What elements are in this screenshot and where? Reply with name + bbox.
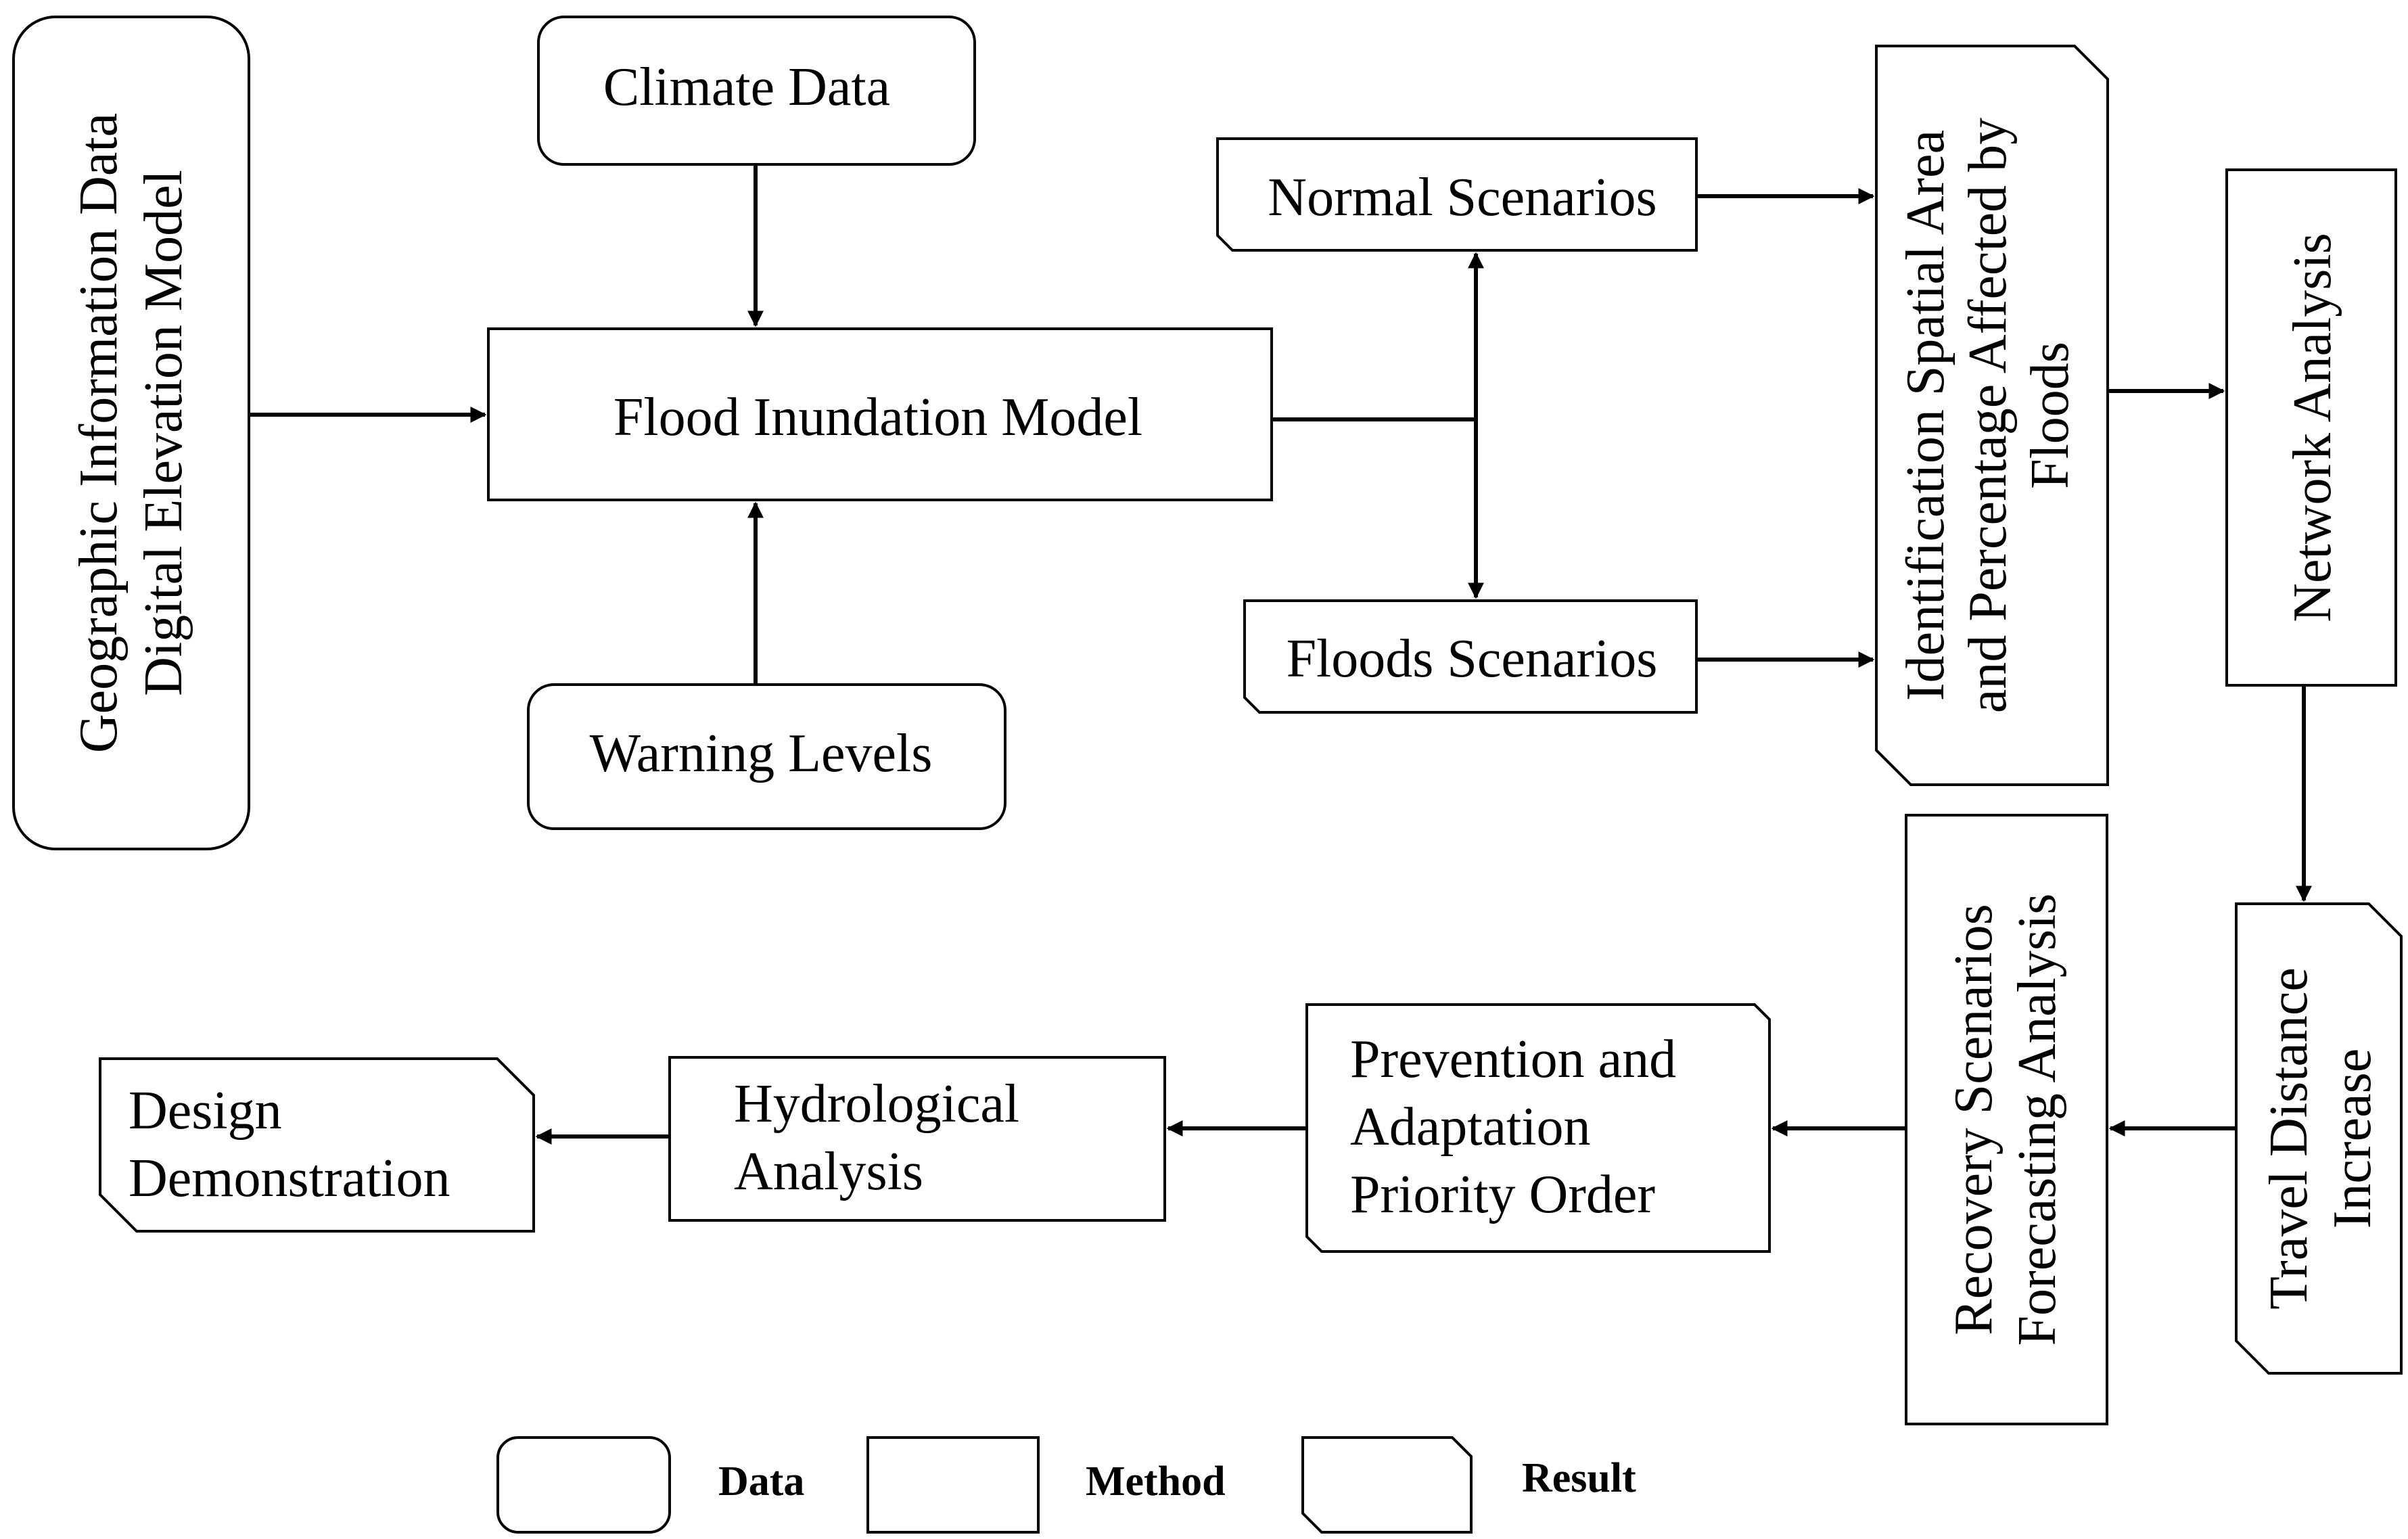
warning-levels-label: Warning Levels <box>590 724 933 783</box>
geographic-data-label-1: Geographic Information Data <box>69 113 129 753</box>
normal-scenarios-node <box>1216 137 1698 252</box>
design-label-2: Demonstration <box>129 1149 450 1208</box>
prevention-label-3: Priority Order <box>1350 1165 1655 1224</box>
climate-data-label: Climate Data <box>603 58 890 117</box>
prevention-label-2: Adaptation <box>1350 1097 1590 1157</box>
legend-data-label: Data <box>718 1458 804 1504</box>
hydrological-label-2: Analysis <box>734 1142 923 1201</box>
legend-result-swatch <box>1301 1436 1473 1534</box>
recovery-scenarios-label-2: Forecasting Analysis <box>2008 894 2067 1346</box>
design-label-1: Design <box>129 1081 282 1141</box>
identification-label-3: Floods <box>2020 342 2080 489</box>
normal-scenarios-label: Normal Scenarios <box>1268 168 1657 227</box>
floods-scenarios-node <box>1243 599 1698 714</box>
geographic-data-node <box>12 16 250 850</box>
network-analysis-node <box>2225 168 2397 687</box>
prevention-label-1: Prevention and <box>1350 1030 1676 1089</box>
design-demonstration-node <box>99 1057 535 1233</box>
recovery-scenarios-label-1: Recovery Scenarios <box>1944 904 2004 1335</box>
legend-method-swatch <box>866 1436 1040 1534</box>
recovery-scenarios-node <box>1905 814 2108 1425</box>
identification-label-1: Identification Spatial Area <box>1896 130 1955 701</box>
travel-distance-node <box>2235 902 2403 1375</box>
travel-distance-label-1: Travel Distance <box>2259 967 2319 1310</box>
network-analysis-label: Network Analysis <box>2283 233 2342 622</box>
identification-label-2: and Percentage Affected by <box>1958 118 2018 713</box>
travel-distance-label-2: Increase <box>2323 1049 2382 1228</box>
hydrological-analysis-node <box>668 1056 1166 1222</box>
geographic-data-label-2: Digital Elevation Model <box>134 170 193 696</box>
legend-data-swatch <box>496 1436 671 1534</box>
hydrological-label-1: Hydrological <box>734 1074 1019 1134</box>
legend-result-label: Result <box>1522 1455 1636 1501</box>
legend-method-label: Method <box>1086 1458 1226 1504</box>
floods-scenarios-label: Floods Scenarios <box>1287 629 1658 689</box>
identification-node <box>1875 45 2109 786</box>
prevention-node <box>1305 1003 1771 1253</box>
warning-levels-node <box>527 683 1006 830</box>
flood-inundation-model-label: Flood Inundation Model <box>613 388 1142 447</box>
flood-inundation-model-node <box>487 327 1273 501</box>
